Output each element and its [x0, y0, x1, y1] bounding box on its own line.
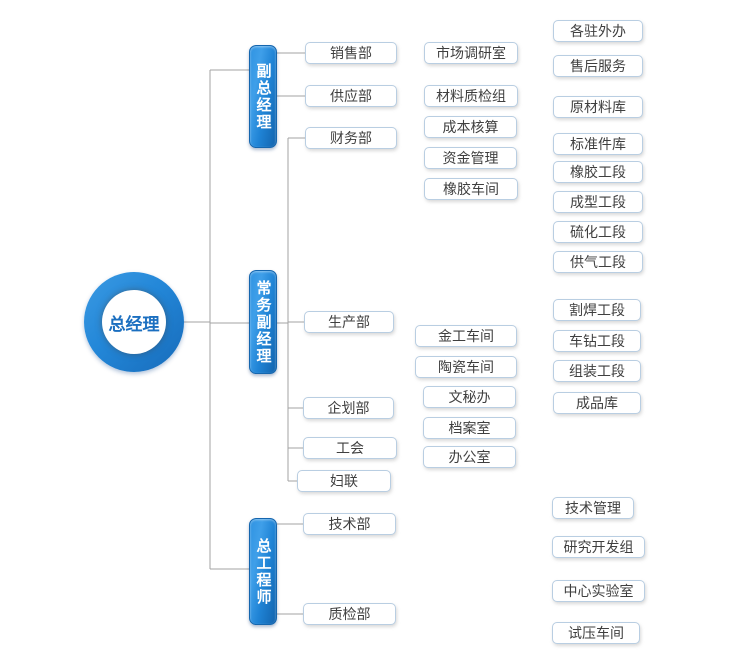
node-supply-dept[interactable]: 供应部 — [305, 85, 397, 107]
node-label: 文秘办 — [448, 389, 491, 405]
node-label: 财务部 — [330, 130, 372, 146]
node-ceramics-workshop[interactable]: 陶瓷车间 — [415, 356, 517, 378]
node-raw-material-warehouse[interactable]: 原材料库 — [553, 96, 643, 118]
node-label: 割焊工段 — [569, 302, 625, 318]
node-label: 成品库 — [576, 395, 618, 411]
node-label: 常务副经理 — [254, 279, 272, 365]
node-fund-management[interactable]: 资金管理 — [424, 147, 517, 169]
node-label: 硫化工段 — [570, 224, 626, 240]
node-secretary-office[interactable]: 文秘办 — [423, 386, 516, 408]
node-standard-parts-warehouse[interactable]: 标准件库 — [553, 133, 643, 155]
node-label: 橡胶车间 — [443, 181, 499, 197]
node-executive-deputy-manager[interactable]: 常务副经理 — [249, 270, 277, 374]
node-label: 工会 — [336, 440, 364, 456]
node-label: 中心实验室 — [563, 583, 634, 599]
node-label: 橡胶工段 — [570, 164, 626, 180]
node-label: 成型工段 — [570, 194, 626, 210]
node-quality-inspection-dept[interactable]: 质检部 — [303, 603, 396, 625]
node-label: 成本核算 — [442, 119, 499, 135]
node-label: 企划部 — [327, 400, 370, 416]
general-manager-inner-disc: 总经理 — [102, 290, 166, 354]
node-research-development-group[interactable]: 研究开发组 — [552, 536, 645, 558]
node-cut-weld-section[interactable]: 割焊工段 — [553, 299, 641, 321]
node-central-laboratory[interactable]: 中心实验室 — [552, 580, 645, 602]
node-label: 资金管理 — [442, 150, 499, 166]
node-cost-accounting[interactable]: 成本核算 — [424, 116, 517, 138]
node-sales-dept[interactable]: 销售部 — [305, 42, 397, 64]
node-label: 生产部 — [328, 314, 370, 330]
node-production-dept[interactable]: 生产部 — [304, 311, 394, 333]
node-assembly-section[interactable]: 组装工段 — [553, 360, 641, 382]
node-technology-dept[interactable]: 技术部 — [303, 513, 396, 535]
node-market-research-office[interactable]: 市场调研室 — [424, 42, 518, 64]
node-gas-supply-section[interactable]: 供气工段 — [553, 251, 643, 273]
node-label: 陶瓷车间 — [438, 359, 494, 375]
node-general-office[interactable]: 办公室 — [423, 446, 516, 468]
node-label: 销售部 — [330, 45, 372, 61]
node-label: 金工车间 — [438, 328, 494, 344]
node-label: 售后服务 — [570, 58, 626, 74]
node-womens-federation[interactable]: 妇联 — [297, 470, 391, 492]
node-label: 副总经理 — [254, 62, 272, 131]
node-metalwork-workshop[interactable]: 金工车间 — [415, 325, 517, 347]
node-label: 车钻工段 — [569, 333, 625, 349]
node-label: 各驻外办 — [570, 23, 626, 39]
node-label: 材料质检组 — [436, 88, 506, 104]
node-label: 总经理 — [108, 314, 160, 334]
node-planning-dept[interactable]: 企划部 — [303, 397, 394, 419]
node-label: 办公室 — [448, 449, 491, 465]
node-label: 供应部 — [330, 88, 372, 104]
node-chief-engineer[interactable]: 总工程师 — [249, 518, 277, 625]
node-lathe-drill-section[interactable]: 车钻工段 — [553, 330, 641, 352]
node-material-qc-group[interactable]: 材料质检组 — [424, 85, 518, 107]
node-label: 试压车间 — [568, 625, 624, 641]
node-after-sales-service[interactable]: 售后服务 — [553, 55, 643, 77]
node-finished-goods-warehouse[interactable]: 成品库 — [553, 392, 641, 414]
node-labor-union[interactable]: 工会 — [303, 437, 397, 459]
node-molding-section[interactable]: 成型工段 — [553, 191, 643, 213]
node-label: 原材料库 — [570, 99, 626, 115]
node-general-manager[interactable]: 总经理 — [84, 272, 184, 372]
node-label: 质检部 — [328, 606, 371, 622]
node-overseas-offices[interactable]: 各驻外办 — [553, 20, 643, 42]
node-label: 技术部 — [328, 516, 371, 532]
node-rubber-section[interactable]: 橡胶工段 — [553, 161, 643, 183]
node-technical-management[interactable]: 技术管理 — [552, 497, 634, 519]
node-label: 研究开发组 — [563, 539, 634, 555]
node-finance-dept[interactable]: 财务部 — [305, 127, 397, 149]
node-vulcanization-section[interactable]: 硫化工段 — [553, 221, 643, 243]
node-archives-room[interactable]: 档案室 — [423, 417, 516, 439]
node-label: 市场调研室 — [436, 45, 506, 61]
node-label: 妇联 — [330, 473, 358, 489]
node-label: 总工程师 — [254, 537, 272, 606]
node-label: 档案室 — [448, 420, 491, 436]
node-label: 技术管理 — [565, 500, 621, 516]
node-label: 标准件库 — [570, 136, 626, 152]
node-label: 组装工段 — [569, 363, 625, 379]
node-rubber-workshop[interactable]: 橡胶车间 — [424, 178, 518, 200]
node-label: 供气工段 — [570, 254, 626, 270]
node-deputy-general-manager[interactable]: 副总经理 — [249, 45, 277, 148]
node-pressure-test-workshop[interactable]: 试压车间 — [552, 622, 640, 644]
